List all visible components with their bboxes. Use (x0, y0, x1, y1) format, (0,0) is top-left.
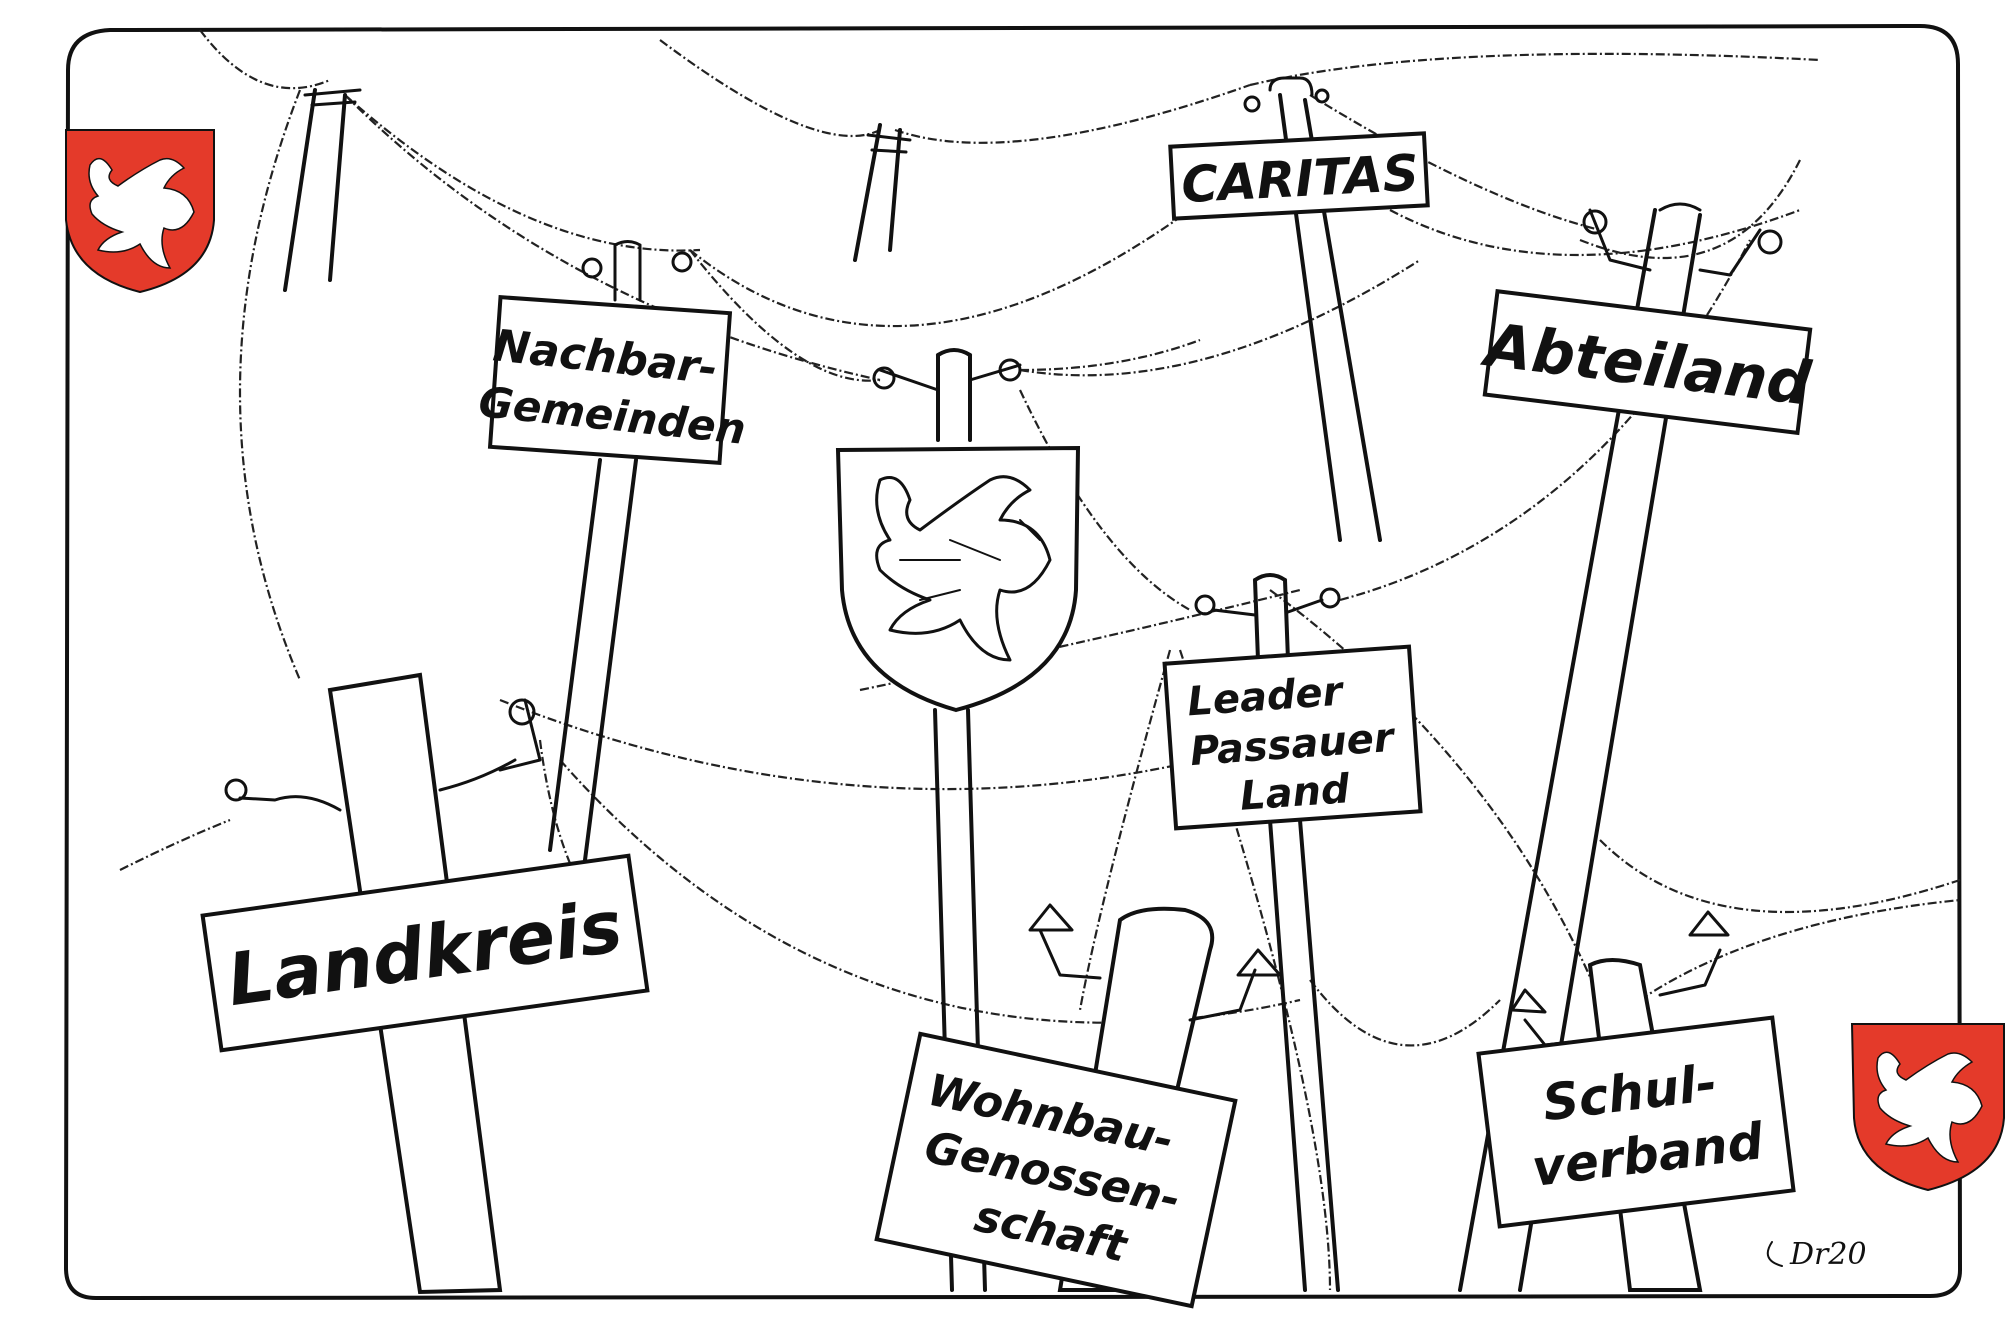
sign-schulverband-board (1476, 1015, 1796, 1229)
wolf-crest-icon-top-left (65, 129, 215, 294)
artist-signature: Dr20 (1789, 1237, 1867, 1272)
sign-abteiland-board (1482, 289, 1813, 436)
pole-top-middle (853, 123, 912, 262)
sign-caritas-board (1168, 131, 1430, 221)
sign-nachbargemeinden-board (487, 295, 733, 465)
sign-wohnbau-board (874, 1031, 1238, 1309)
wolf-crest-outline-icon (835, 445, 1081, 713)
sign-leader-line3: Land (1239, 766, 1352, 820)
pole-nachbargemeinden (548, 240, 693, 862)
frame (64, 24, 1962, 1300)
sign-leader-line1: Leader (1186, 668, 1346, 725)
wolf-crest-icon-bottom-right (1850, 1023, 2005, 1192)
sign-leader-board (1162, 644, 1423, 831)
pole-leader (1194, 573, 1341, 1292)
sign-caritas-text: CARITAS (1180, 144, 1420, 214)
sign-landkreis-board (200, 853, 650, 1053)
pole-top-left (283, 88, 362, 292)
